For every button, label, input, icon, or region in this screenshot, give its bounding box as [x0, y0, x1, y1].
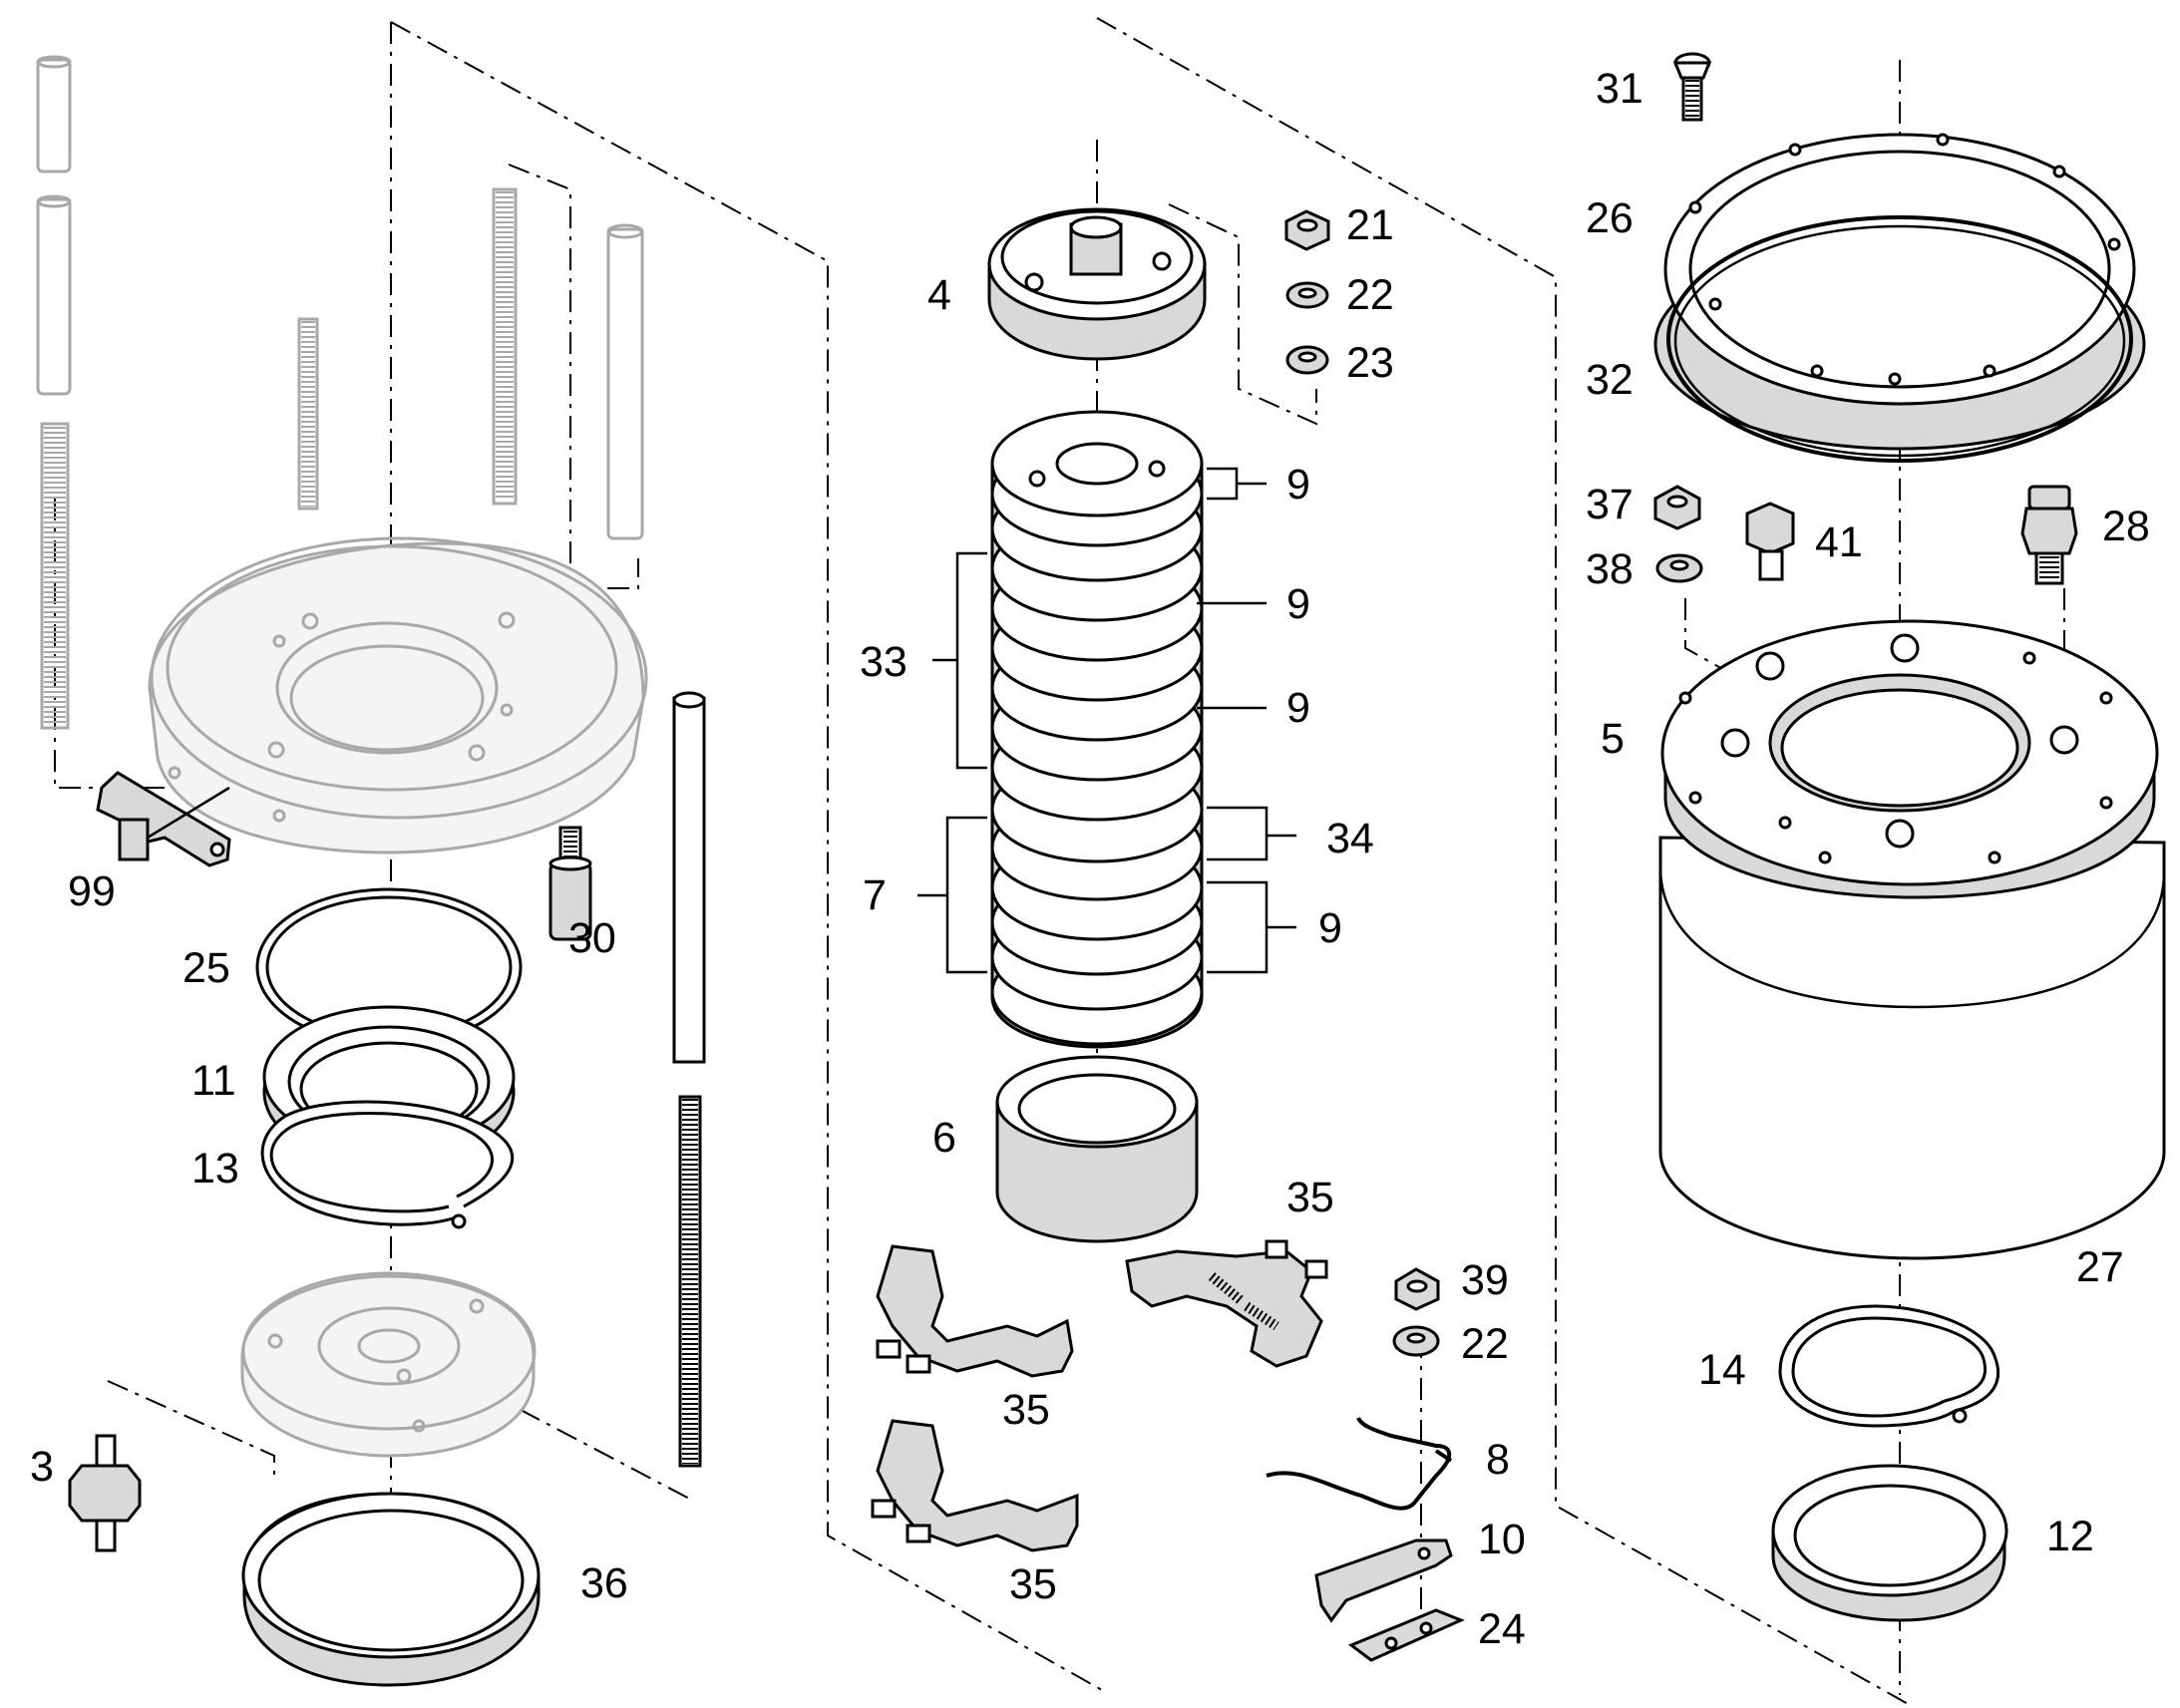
stud-bolt — [548, 826, 592, 941]
threaded-rod-short — [297, 317, 319, 511]
clip-plate — [1314, 1538, 1453, 1623]
label-10: 10 — [1478, 1516, 1526, 1563]
label-26: 26 — [1586, 194, 1634, 242]
snap-ring-right — [1778, 1304, 2000, 1428]
end-cap — [987, 207, 1207, 361]
bearing-right — [1771, 1464, 2008, 1622]
threaded-rod-left — [40, 422, 70, 730]
label-35-c: 35 — [1009, 1560, 1057, 1608]
label-28: 28 — [2102, 503, 2150, 550]
label-8: 8 — [1486, 1436, 1510, 1484]
spring-washer — [1285, 345, 1329, 375]
label-37: 37 — [1586, 481, 1634, 528]
hex-bolt — [1745, 502, 1795, 581]
label-22-bottom: 22 — [1461, 1320, 1509, 1368]
label-30: 30 — [568, 914, 616, 962]
label-41: 41 — [1815, 518, 1863, 566]
label-5: 5 — [1601, 715, 1625, 763]
motor-housing — [1658, 619, 2166, 1260]
label-11: 11 — [191, 1057, 236, 1105]
label-39: 39 — [1461, 1256, 1509, 1304]
flange-ring — [1653, 133, 2146, 451]
spring-stack — [990, 410, 1204, 1049]
label-22-top: 22 — [1346, 271, 1394, 319]
label-12: 12 — [2046, 1513, 2094, 1560]
washer — [1285, 281, 1329, 309]
brush-holder-lower-left — [876, 1244, 1074, 1378]
label-23: 23 — [1346, 339, 1394, 387]
brush-holder-right — [1125, 1239, 1328, 1368]
label-34: 34 — [1326, 815, 1374, 862]
pipe-fitting — [2020, 485, 2078, 585]
base-shim — [1347, 1608, 1465, 1662]
part-labels: 99 25 11 13 3 36 30 4 21 22 23 9 9 9 33 … — [30, 65, 2150, 1653]
label-25: 25 — [182, 944, 230, 992]
o-ring — [255, 887, 523, 1047]
leader-lines — [147, 467, 1296, 974]
countersunk-screw — [1672, 52, 1712, 122]
seal-ring — [241, 1492, 541, 1687]
snap-ring — [260, 1100, 515, 1229]
spring-clip — [1266, 1417, 1453, 1511]
label-35-b: 35 — [1002, 1386, 1050, 1434]
label-9-c: 9 — [1286, 684, 1310, 732]
hex-nut-small — [1394, 1267, 1440, 1311]
lever-arm — [96, 771, 231, 867]
label-33: 33 — [860, 638, 908, 686]
guide-tube-middle — [36, 194, 72, 396]
gasket-ring — [1666, 215, 2133, 463]
label-21: 21 — [1346, 201, 1394, 249]
bearing-cover-ghost — [240, 1271, 537, 1458]
label-3: 3 — [30, 1443, 54, 1491]
hex-nut-right — [1653, 485, 1701, 530]
base-plate-ghost — [148, 536, 648, 854]
label-35-a: 35 — [1286, 1174, 1334, 1221]
label-9-b: 9 — [1286, 580, 1310, 628]
label-9-a: 9 — [1286, 461, 1310, 509]
sleeve — [995, 1055, 1199, 1243]
label-24: 24 — [1478, 1605, 1526, 1653]
washer-right — [1655, 553, 1703, 583]
label-31: 31 — [1596, 65, 1643, 113]
guide-tube-right — [606, 223, 644, 540]
label-9-d: 9 — [1318, 904, 1342, 952]
tie-rod — [672, 691, 706, 1468]
guide-tube-upper — [36, 55, 72, 173]
label-32: 32 — [1586, 356, 1634, 404]
spacer-stud — [68, 1434, 142, 1552]
washer-small — [1392, 1325, 1440, 1357]
brush-holder-lower — [871, 1419, 1079, 1552]
label-13: 13 — [191, 1145, 239, 1193]
hex-nut — [1284, 209, 1330, 251]
label-99: 99 — [68, 867, 116, 915]
label-38: 38 — [1586, 545, 1634, 593]
label-36: 36 — [580, 1559, 628, 1607]
label-6: 6 — [932, 1114, 956, 1162]
label-4: 4 — [927, 271, 951, 319]
label-7: 7 — [863, 871, 887, 919]
label-14: 14 — [1698, 1346, 1746, 1394]
threaded-rod-tall — [492, 187, 518, 506]
label-27: 27 — [2076, 1243, 2124, 1291]
